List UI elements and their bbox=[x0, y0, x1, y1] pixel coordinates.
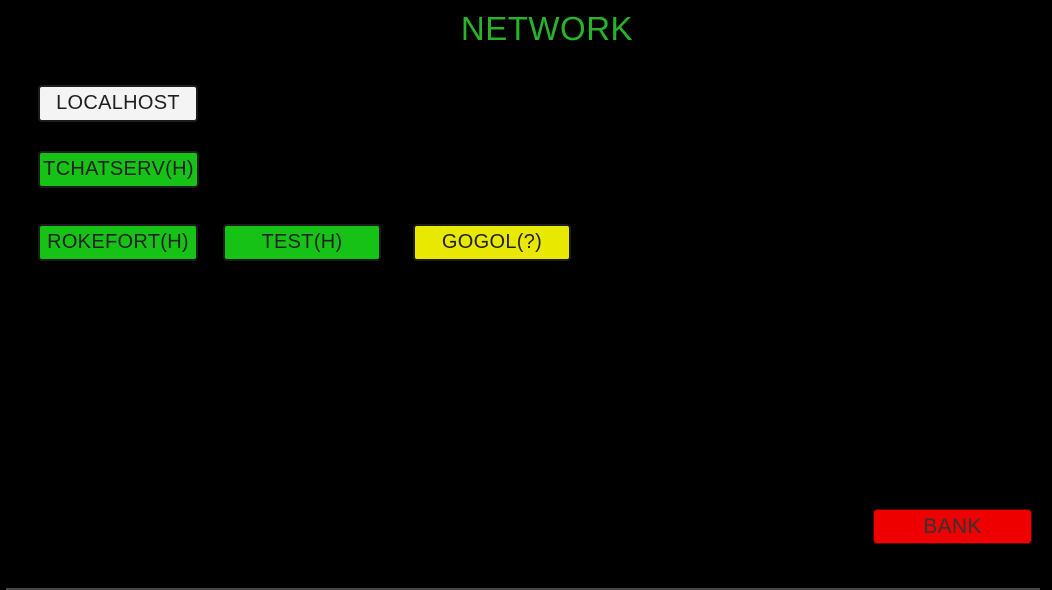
node-gogol[interactable]: GOGOL(?) bbox=[413, 224, 571, 261]
node-rokefort[interactable]: ROKEFORT(H) bbox=[38, 224, 198, 261]
page-title: NETWORK bbox=[460, 10, 634, 47]
node-localhost[interactable]: LOCALHOST bbox=[38, 85, 198, 122]
node-tchatserv[interactable]: TCHATSERV(H) bbox=[38, 151, 199, 188]
bank-button[interactable]: BANK bbox=[873, 509, 1032, 544]
bottom-edge-divider bbox=[6, 588, 1040, 590]
node-test[interactable]: TEST(H) bbox=[223, 224, 381, 261]
